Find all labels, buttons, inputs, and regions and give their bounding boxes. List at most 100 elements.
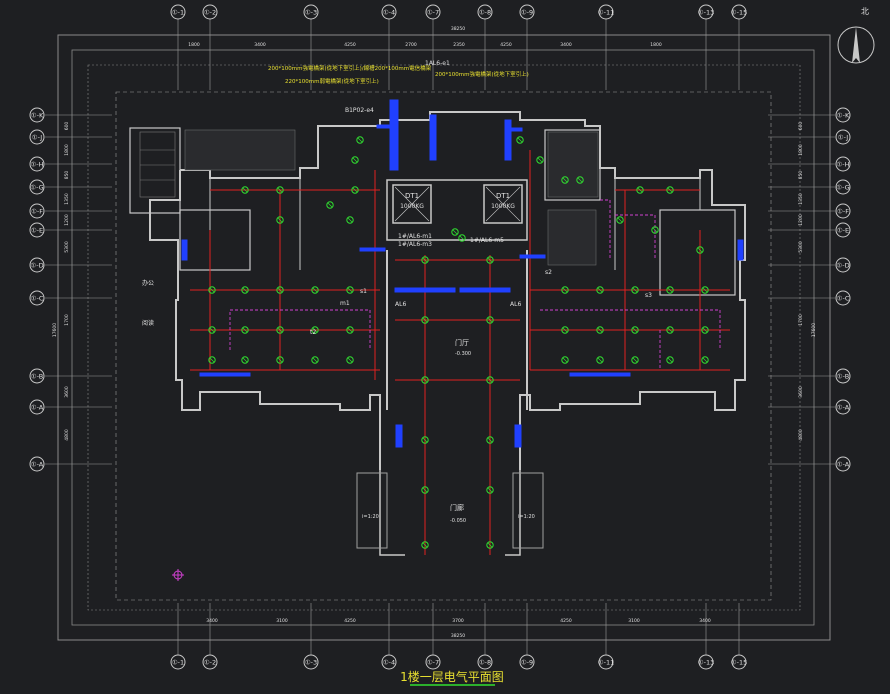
- light-fixture-cross: [209, 357, 215, 363]
- dim-top-2: 4250: [344, 42, 356, 48]
- dim-right-4: 1200: [798, 214, 804, 226]
- axis-right-1-label: ①-J: [838, 134, 849, 142]
- light-fixture-cross: [347, 327, 353, 333]
- socket-circuits: [229, 199, 721, 370]
- light-fixture-cross: [667, 187, 673, 193]
- light-fixture: [276, 356, 284, 364]
- axis-left-7-bubble: [29, 290, 45, 306]
- ramp-label-left: i=1:20: [362, 514, 379, 520]
- drawing-title: 1楼一层电气平面图: [400, 669, 504, 684]
- distribution-panels: [181, 99, 744, 448]
- dim-left-4: 1200: [64, 214, 70, 226]
- axis-bottom-7-label: ①-11: [598, 659, 614, 667]
- light-fixture-cross: [347, 217, 353, 223]
- axis-bottom-1-bubble: [202, 654, 218, 670]
- axis-bottom-6-bubble: [519, 654, 535, 670]
- light-fixture: [666, 186, 674, 194]
- axis-top-5-bubble: [477, 4, 493, 20]
- light-fixture-cross: [312, 357, 318, 363]
- light-fixture-cross: [487, 487, 493, 493]
- light-fixture: [421, 486, 429, 494]
- light-fixture-cross: [597, 357, 603, 363]
- light-fixture-cross: [667, 287, 673, 293]
- dim-bottom-total: 38250: [451, 633, 465, 639]
- axis-top-3-label: ①-4: [383, 9, 395, 17]
- axis-left-5-bubble: [29, 222, 45, 238]
- compass-label: 北: [861, 7, 869, 16]
- axis-bottom-2-bubble: [303, 654, 319, 670]
- dim-bottom-2: 4250: [344, 618, 356, 624]
- axis-left-1-bubble: [29, 129, 45, 145]
- light-fixture: [356, 136, 364, 144]
- axis-left-2-label: ①-H: [30, 161, 43, 169]
- dim-left-1: 1800: [64, 144, 70, 156]
- stair-hatch: [139, 129, 599, 266]
- light-fixture: [596, 286, 604, 294]
- axis-top-7-label: ①-11: [598, 9, 614, 17]
- light-fixture-cross: [357, 137, 363, 143]
- light-fixture-cross: [632, 287, 638, 293]
- light-fixture-cross: [487, 377, 493, 383]
- north-compass: 北: [837, 7, 875, 64]
- axis-left-6-label: ①-D: [30, 262, 43, 270]
- dim-bottom-5: 3100: [628, 618, 640, 624]
- light-fixture: [421, 541, 429, 549]
- dim-top-4: 2350: [453, 42, 465, 48]
- light-fixture: [516, 136, 524, 144]
- light-fixture: [561, 326, 569, 334]
- dim-top-3: 2700: [405, 42, 417, 48]
- light-fixture-cross: [697, 247, 703, 253]
- axis-top-3-bubble: [381, 4, 397, 20]
- dim-top-0: 1800: [188, 42, 200, 48]
- hall-label: 门厅: [455, 338, 469, 347]
- light-fixture-cross: [562, 327, 568, 333]
- dim-right-2: 850: [798, 171, 804, 180]
- axis-top-5-label: ①-8: [479, 9, 491, 17]
- axis-top-6-bubble: [519, 4, 535, 20]
- axis-right-8-bubble: [835, 368, 851, 384]
- axis-left-8-bubble: [29, 368, 45, 384]
- light-fixture-cross: [277, 327, 283, 333]
- office-label: 办公: [142, 279, 154, 287]
- light-fixture: [346, 286, 354, 294]
- light-fixture-cross: [562, 287, 568, 293]
- axis-bottom-4-bubble: [425, 654, 441, 670]
- light-fixture: [276, 216, 284, 224]
- dim-left-total: 17600: [52, 323, 58, 337]
- light-fixture-cross: [667, 327, 673, 333]
- axis-bottom-8-bubble: [698, 654, 714, 670]
- light-fixture-cross: [242, 327, 248, 333]
- axis-top-2-label: ①-3: [305, 9, 317, 17]
- light-fixture-cross: [422, 317, 428, 323]
- axis-top-2-bubble: [303, 4, 319, 20]
- axis-labels-right: ①-K①-J①-H①-G①-F①-E①-D①-C①-B①-A①-A: [768, 107, 851, 472]
- circuit-s1: s1: [360, 288, 367, 295]
- circuit-m1: m1: [340, 300, 350, 307]
- axis-right-3-label: ①-G: [836, 184, 849, 192]
- axis-bottom-7-bubble: [598, 654, 614, 670]
- axis-bottom-4-label: ①-7: [427, 659, 439, 667]
- dim-left-0: 600: [64, 122, 70, 131]
- light-fixture-cross: [597, 327, 603, 333]
- axis-bottom-5-label: ①-8: [479, 659, 491, 667]
- axis-top-1-label: ①-2: [204, 9, 216, 17]
- light-fixture: [458, 234, 466, 242]
- axis-right-2-label: ①-H: [836, 161, 849, 169]
- light-fixture-cross: [422, 437, 428, 443]
- light-fixture: [576, 176, 584, 184]
- light-fixture: [486, 486, 494, 494]
- cable-note-1: 200*100mm強電橋架(從地下室引上)/線槽200*100mm電信橋架: [268, 64, 432, 72]
- panel-label-e1: 1AL6-e1: [425, 60, 450, 67]
- light-fixture-cross: [459, 235, 465, 241]
- light-fixture-cross: [422, 542, 428, 548]
- site-boundary: [115, 91, 772, 601]
- axis-left-9-bubble: [29, 399, 45, 415]
- axis-right-7-label: ①-C: [837, 295, 850, 303]
- axis-left-1-label: ①-J: [32, 134, 43, 142]
- light-fixture-cross: [487, 437, 493, 443]
- axis-right-8-label: ①-B: [837, 373, 849, 381]
- light-fixture: [241, 186, 249, 194]
- cursor-marker: [172, 569, 184, 581]
